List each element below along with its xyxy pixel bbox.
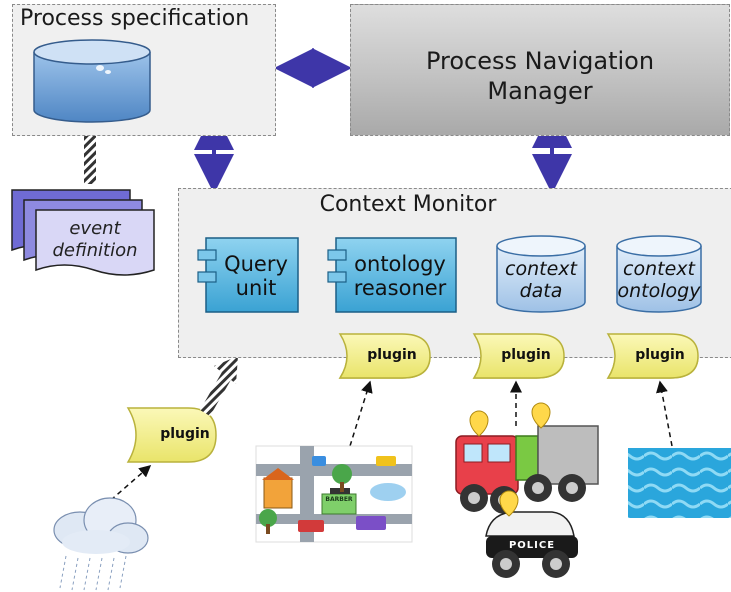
query-unit-line1: Query [224, 252, 288, 276]
water-to-plugin-arrow [656, 380, 673, 447]
police-car-text: POLICE [508, 540, 556, 551]
ontology-reasoner-line2: reasoner [353, 276, 447, 300]
query-unit-label: Query unit [214, 252, 298, 300]
query-unit-icon-front [197, 237, 299, 313]
process-navigation-manager-title: Process Navigation Manager [350, 46, 730, 106]
vehicles-image [455, 402, 599, 578]
event-definition-line2: definition [52, 240, 138, 261]
barber-shop-text: BARBER [325, 496, 353, 503]
event-definition-line1: event [69, 218, 121, 239]
context-ontology-line1: context [623, 258, 695, 280]
spec-database-icon-front [33, 39, 151, 123]
plugin-vehicles-label: plugin [501, 347, 551, 363]
process-specification-title: Process specification [20, 6, 250, 31]
city-map-image [255, 445, 413, 543]
rain-cloud-image [53, 497, 149, 591]
plugin-city-label: plugin [367, 347, 417, 363]
context-data-line1: context [505, 258, 577, 280]
ontology-reasoner-icon-front [327, 237, 457, 313]
context-monitor-title: Context Monitor [319, 192, 497, 217]
city-to-plugin-arrow [349, 380, 373, 447]
ontology-reasoner-line1: ontology [354, 252, 446, 276]
context-data-label: context data [497, 258, 585, 302]
process-navigation-manager-box [350, 4, 730, 136]
context-data-icon-front [496, 235, 586, 313]
pnm-title-line2: Manager [487, 77, 593, 105]
event-definition-label: event definition [36, 218, 154, 262]
plugin-shapes-front [338, 333, 699, 379]
event-definition-documents-icon [11, 189, 155, 276]
pnm-title-line1: Process Navigation [425, 47, 655, 75]
plugin-weather-label: plugin [160, 426, 210, 442]
query-unit-line2: unit [235, 276, 277, 300]
weather-plugin-to-cm-arrow [200, 356, 238, 416]
water-image [628, 448, 731, 518]
context-data-line2: data [519, 280, 563, 302]
ontology-reasoner-label: ontology reasoner [344, 252, 456, 300]
plugin-water-label: plugin [635, 347, 685, 363]
context-ontology-label: context ontology [617, 258, 701, 302]
context-ontology-icon-front [616, 235, 702, 313]
context-ontology-line2: ontology [617, 280, 701, 302]
